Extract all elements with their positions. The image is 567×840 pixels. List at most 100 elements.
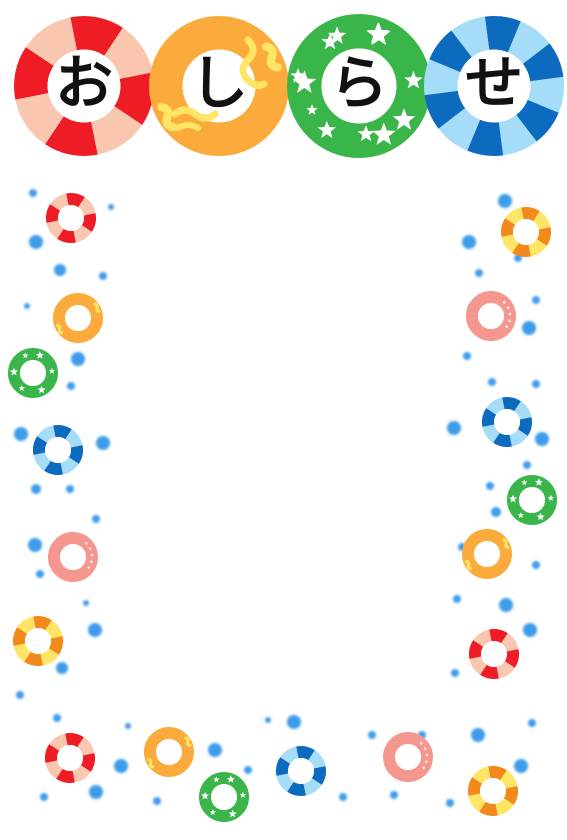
bubble-dot (125, 723, 131, 729)
bubble-dot (66, 485, 74, 493)
bubble-dot (92, 515, 100, 523)
orange-ring (144, 727, 194, 777)
bubble-dot (532, 296, 540, 304)
orange-striped-float-icon (12, 615, 63, 666)
bubble-dot (523, 461, 531, 469)
orange-ring (53, 293, 103, 343)
green-ring (286, 13, 432, 159)
blue-striped-ring-icon (424, 15, 564, 156)
orange-wavy-float-icon (53, 293, 103, 343)
red-striped-ring-icon (14, 15, 154, 156)
orange-ring (462, 529, 512, 579)
bubble-dot (56, 662, 68, 674)
bubble-dot (532, 380, 540, 388)
green-star-float-icon (507, 475, 557, 525)
red-ring (469, 629, 519, 679)
bubble-dot (208, 743, 222, 757)
ostripe-ring (468, 766, 519, 816)
bubble-dot (153, 797, 161, 805)
bubble-dot (114, 759, 128, 773)
bubble-dot (67, 382, 75, 390)
blue-striped-float-icon (33, 425, 84, 475)
green-ring (8, 348, 58, 398)
bubble-dot (499, 598, 513, 612)
blue-striped-float-icon (482, 397, 532, 447)
red-ring (14, 15, 154, 156)
bubble-dot (96, 436, 110, 450)
title-text: お し ら せ (55, 49, 523, 117)
green-ring (199, 772, 249, 822)
bubble-dot (29, 189, 37, 197)
bubble-dot (498, 194, 512, 208)
blue-ring (424, 15, 564, 156)
ostripe-ring (12, 615, 63, 666)
bubble-dot (453, 595, 461, 603)
ostripe-ring (501, 206, 551, 257)
orange-ring (149, 15, 290, 157)
red-striped-float-icon (46, 192, 96, 243)
pink-dotted-float-icon (383, 732, 433, 782)
bubble-dot (522, 321, 536, 335)
bubble-dot (89, 785, 103, 799)
orange-wavy-ring-icon (149, 15, 290, 157)
bubble-dot (14, 427, 28, 441)
green-ring (507, 475, 557, 525)
pink-ring (466, 291, 516, 341)
bubble-dot (99, 272, 107, 280)
bubble-dot (488, 378, 496, 386)
bubble-dot (339, 793, 347, 801)
bubble-dot (447, 421, 461, 435)
pink-dotted-float-icon (48, 532, 98, 582)
float-ring-layer (8, 192, 557, 822)
bubble-dot (462, 235, 476, 249)
bubble-dot (390, 791, 398, 799)
blue-ring (482, 397, 532, 447)
bubble-dot (31, 484, 41, 494)
orange-wavy-float-icon (462, 529, 512, 579)
orange-striped-float-icon (468, 766, 519, 816)
bubble-dot (463, 352, 471, 360)
title-char-ra: ら (330, 49, 388, 117)
bubble-dot (53, 714, 61, 722)
green-star-float-icon (8, 348, 58, 398)
bubble-dot (244, 766, 252, 774)
bubble-dot (36, 570, 44, 578)
bubble-dot (514, 759, 528, 773)
red-ring (46, 192, 96, 243)
bubble-dot (528, 719, 536, 727)
red-striped-float-icon (44, 733, 96, 783)
bubble-dot (486, 482, 494, 490)
bubble-dot (16, 691, 24, 699)
blue-ring (33, 425, 84, 475)
green-star-float-icon (199, 772, 249, 822)
blue-ring (276, 746, 326, 796)
orange-striped-float-icon (501, 206, 551, 257)
bubble-dot (446, 799, 454, 807)
bubble-dot (368, 731, 376, 739)
bubble-dot (265, 717, 271, 723)
bubble-dot (108, 204, 114, 210)
blue-striped-float-icon (276, 746, 326, 796)
bubble-dot (475, 269, 483, 277)
title-char-o: お (55, 49, 113, 117)
orange-wavy-float-icon (144, 727, 194, 777)
bubble-dot (491, 507, 501, 517)
bubble-dot (40, 793, 48, 801)
bubble-dot (88, 623, 102, 637)
bubble-dot (287, 715, 301, 729)
title-char-shi: し (190, 49, 248, 117)
bubble-dot (28, 538, 42, 552)
bubble-dot (24, 303, 30, 309)
bubble-dot (532, 561, 540, 569)
title-badges (14, 13, 564, 159)
pink-ring (48, 532, 98, 582)
red-striped-float-icon (469, 629, 519, 679)
bubble-layer (14, 189, 549, 807)
bubble-dot (535, 432, 549, 446)
pink-dotted-float-icon (466, 291, 516, 341)
bubble-dot (523, 623, 537, 637)
bubble-dot (83, 600, 89, 606)
pink-ring (383, 732, 433, 782)
bubble-dot (29, 235, 43, 249)
